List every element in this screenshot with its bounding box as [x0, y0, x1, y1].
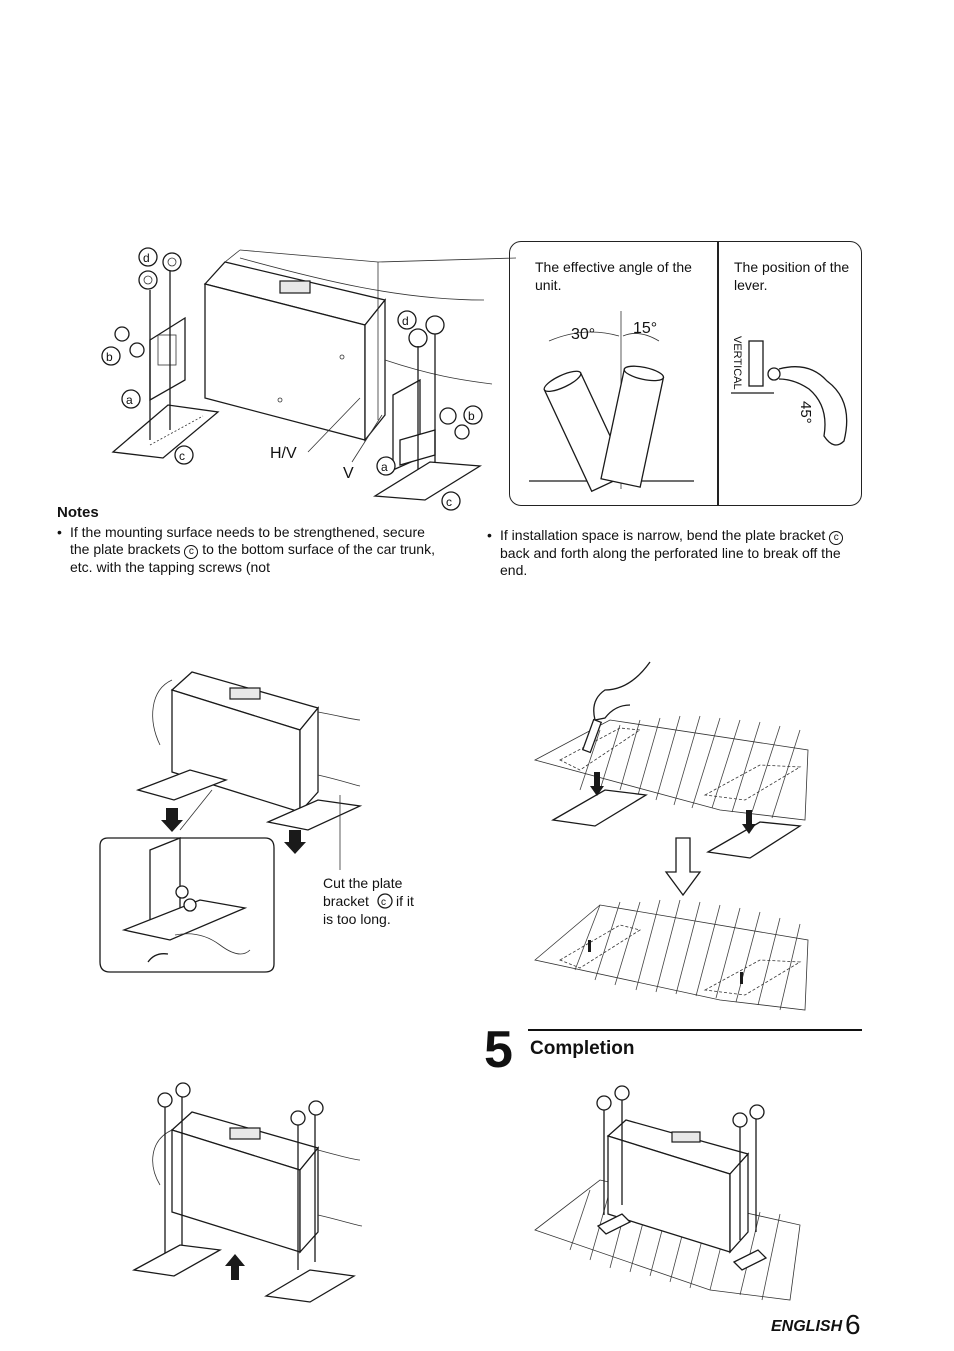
v-label: V [343, 465, 354, 482]
lever-45-label: 45° [797, 401, 814, 424]
effective-angle-text: The effective angle of the unit. [535, 259, 692, 293]
cut-caption-line2b: if it [396, 893, 414, 909]
label-a-right: a [381, 460, 388, 474]
note-2-text-end: back and forth along the perforated line… [500, 545, 841, 578]
step-title: Completion [530, 1038, 635, 1059]
label-b-left: b [106, 350, 113, 364]
note-bullet-1: • If the mounting surface needs to be st… [57, 524, 435, 576]
figure-mounting-brackets: d b a c d b a c H/V V [101, 247, 517, 511]
page-number: 6 [845, 1309, 861, 1340]
note-2-text: If installation space is narrow, bend th… [500, 527, 826, 543]
notes-title: Notes [57, 504, 99, 521]
lever-position-text: The position of the lever. [734, 259, 850, 293]
cut-caption-ref: c [381, 897, 386, 908]
angle-15-label: 15° [633, 320, 657, 337]
angle-box-divider [717, 242, 719, 505]
note-1-text-end: to the bottom surface of the car trunk, … [70, 541, 435, 575]
bullet-dot: • [487, 527, 492, 543]
note-bullet-2: • If installation space is narrow, bend … [487, 527, 870, 579]
step-number: 5 [484, 1021, 513, 1079]
floor-hatch-bottom [574, 899, 801, 1011]
label-b-right: b [468, 409, 475, 423]
cut-caption-line3: is too long. [323, 911, 391, 927]
step-rule [528, 1029, 862, 1031]
cut-caption-line1: Cut the plate [323, 875, 403, 891]
footer-language: ENGLISH [771, 1318, 843, 1335]
angle-diagram: 30° 15° VERTICAL 45° [529, 311, 848, 493]
note-1-text: If the mounting surface needs to be stre… [70, 524, 425, 557]
hv-label: H/V [270, 445, 297, 462]
label-d-left: d [143, 251, 150, 265]
angle-box: The effective angle of the unit. The pos… [509, 241, 862, 506]
bullet-dot: • [57, 524, 62, 540]
label-d-right: d [402, 314, 409, 328]
vertical-label: VERTICAL [731, 336, 743, 390]
label-c-right: c [446, 495, 452, 509]
label-c-left: c [179, 449, 185, 463]
cut-caption-line2a: bracket [323, 893, 369, 909]
label-a-left: a [126, 393, 133, 407]
angle-30-label: 30° [571, 326, 595, 343]
